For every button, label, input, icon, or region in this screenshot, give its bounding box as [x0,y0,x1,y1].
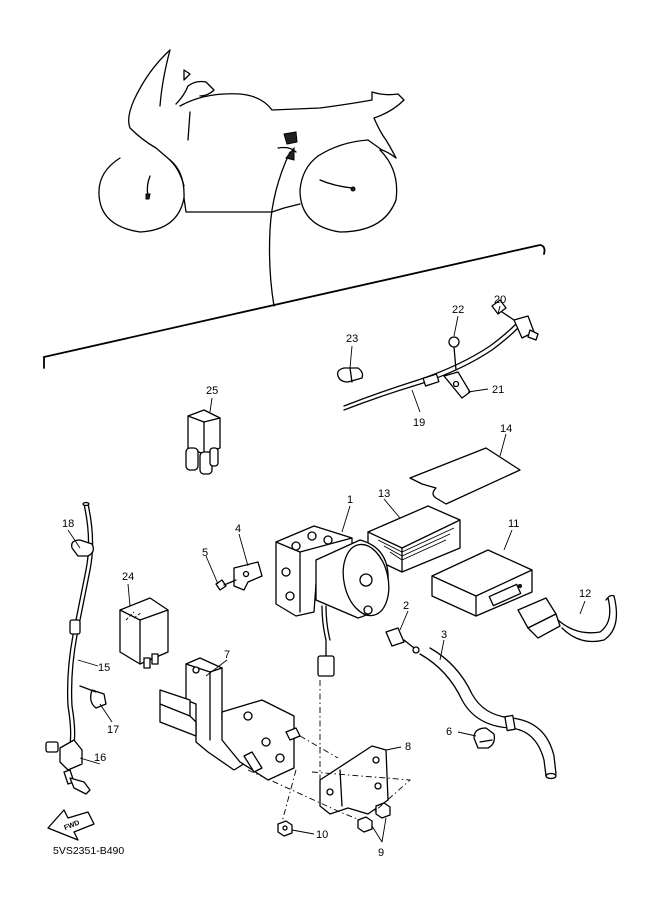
harness-connector-12 [517,594,618,643]
callout-24: 24 [122,571,134,583]
callout-21: 21 [492,384,504,396]
bracket-7 [159,657,301,781]
ecu-11 [431,549,533,617]
callout-18: 18 [62,518,74,530]
callout-13: 13 [378,488,390,500]
nut-9 [357,802,391,833]
hose-3 [419,647,557,780]
callout-25: 25 [206,385,218,397]
callout-14: 14 [500,423,512,435]
callout-numbers: 1 2 3 4 5 6 7 8 9 10 11 12 13 14 15 16 1… [62,294,591,859]
callout-12: 12 [579,588,591,600]
sensor-lead-assembly [336,299,539,411]
bracket-4 [233,561,263,591]
nut-10 [277,820,293,837]
relay-24 [119,597,169,669]
callout-2: 2 [403,600,409,612]
leader-lines [67,305,586,843]
fwd-arrow-icon: FWD [47,809,95,841]
callout-22: 22 [452,304,464,316]
callout-10: 10 [316,829,328,841]
drawing-code: 5VS2351-B490 [53,845,124,857]
motorcycle-silhouette [98,49,405,307]
callout-3: 3 [441,629,447,641]
callout-9: 9 [378,847,384,859]
callout-15: 15 [98,662,110,674]
hydraulic-unit-1 [275,525,390,677]
callout-4: 4 [235,523,241,535]
callout-19: 19 [413,417,425,429]
relay-25 [185,409,221,475]
callout-17: 17 [107,724,119,736]
sensor-2 [385,627,420,654]
callout-11: 11 [508,518,519,530]
front-wheel-sensor-assembly [45,501,107,795]
bracket-8 [319,745,389,815]
callout-5: 5 [202,547,208,559]
callout-23: 23 [346,333,358,345]
callout-6: 6 [446,726,452,738]
ecu-cover-14 [409,447,521,505]
callout-1: 1 [347,494,353,506]
clamp-6 [473,727,496,749]
callout-8: 8 [405,741,411,753]
assembly-guide-lines [247,680,412,823]
callout-20: 20 [494,294,506,306]
callout-16: 16 [94,752,106,764]
section-divider [43,244,546,358]
bolt-5 [215,579,237,591]
callout-7: 7 [224,649,230,661]
